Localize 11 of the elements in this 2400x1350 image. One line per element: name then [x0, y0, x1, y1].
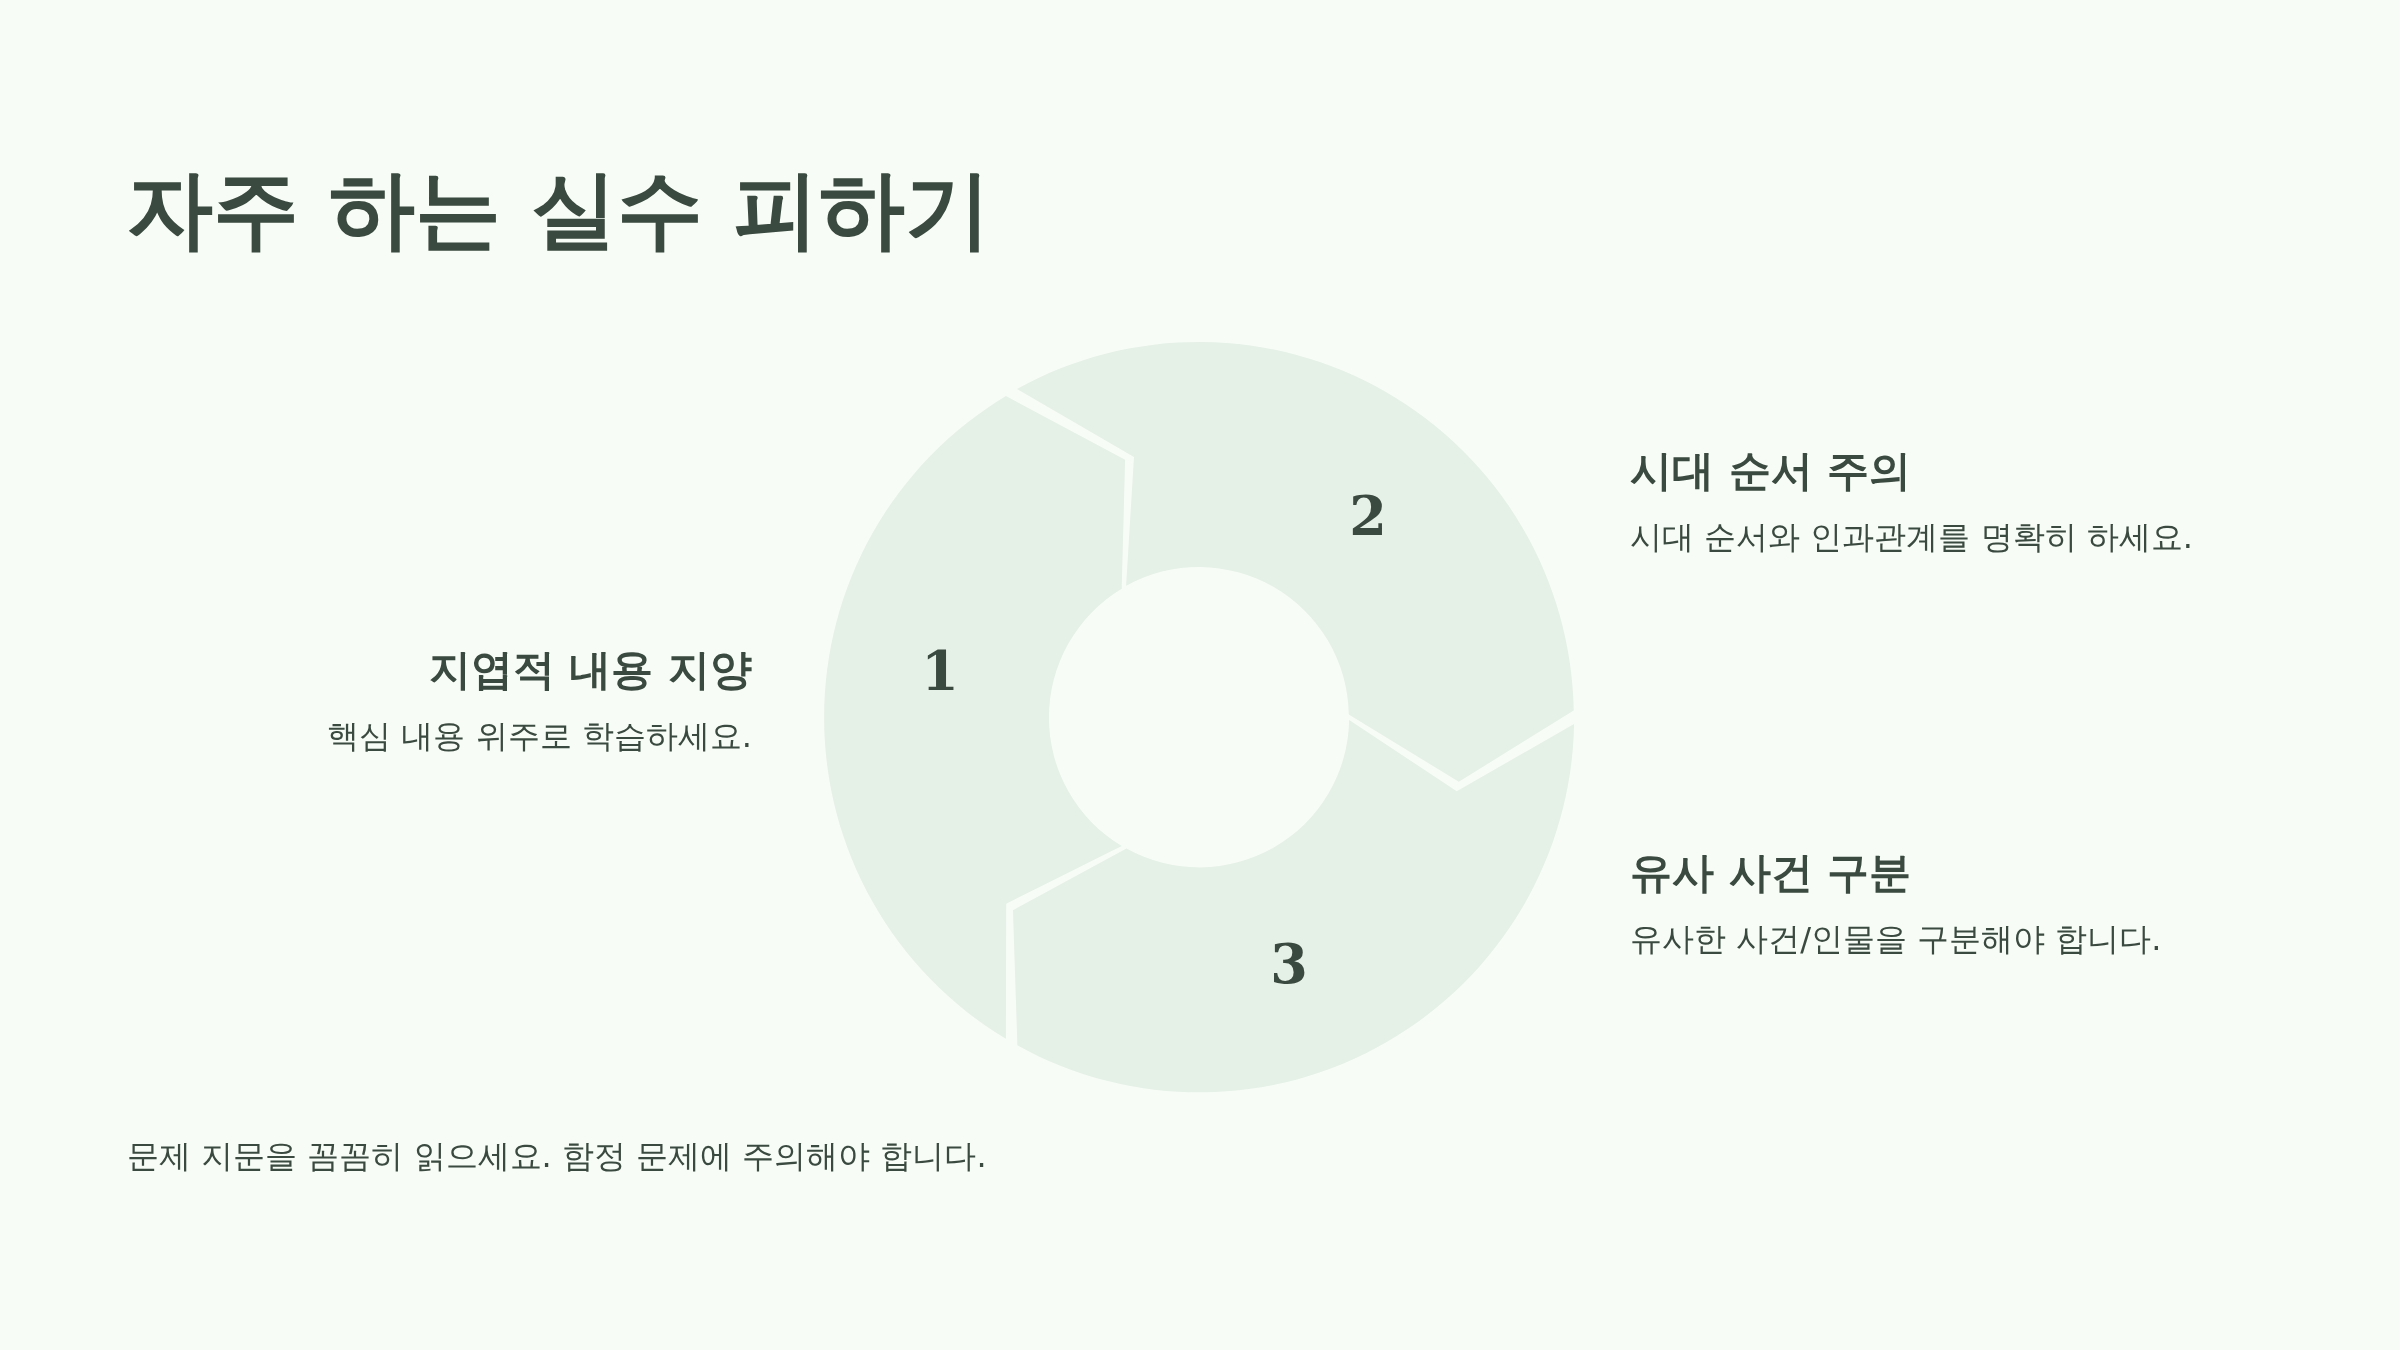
- step-description: 시대 순서와 인과관계를 명확히 하세요.: [1630, 518, 2193, 557]
- title: 자주 하는 실수 피하기: [127, 158, 991, 261]
- step-number: 2: [1349, 488, 1387, 543]
- step-heading: 시대 순서 주의: [1630, 446, 1912, 497]
- step-description: 유사한 사건/인물을 구분해야 합니다.: [1630, 920, 2162, 959]
- step-number: 3: [1270, 937, 1308, 992]
- note-text: 문제 지문을 꼼꼼히 읽으세요. 함정 문제에 주의해야 합니다.: [127, 1137, 987, 1176]
- step-description: 핵심 내용 위주로 학습하세요.: [327, 717, 752, 756]
- step-heading: 유사 사건 구분: [1630, 848, 1912, 899]
- step-number: 1: [921, 644, 959, 699]
- step-heading: 지엽적 내용 지양: [428, 645, 752, 696]
